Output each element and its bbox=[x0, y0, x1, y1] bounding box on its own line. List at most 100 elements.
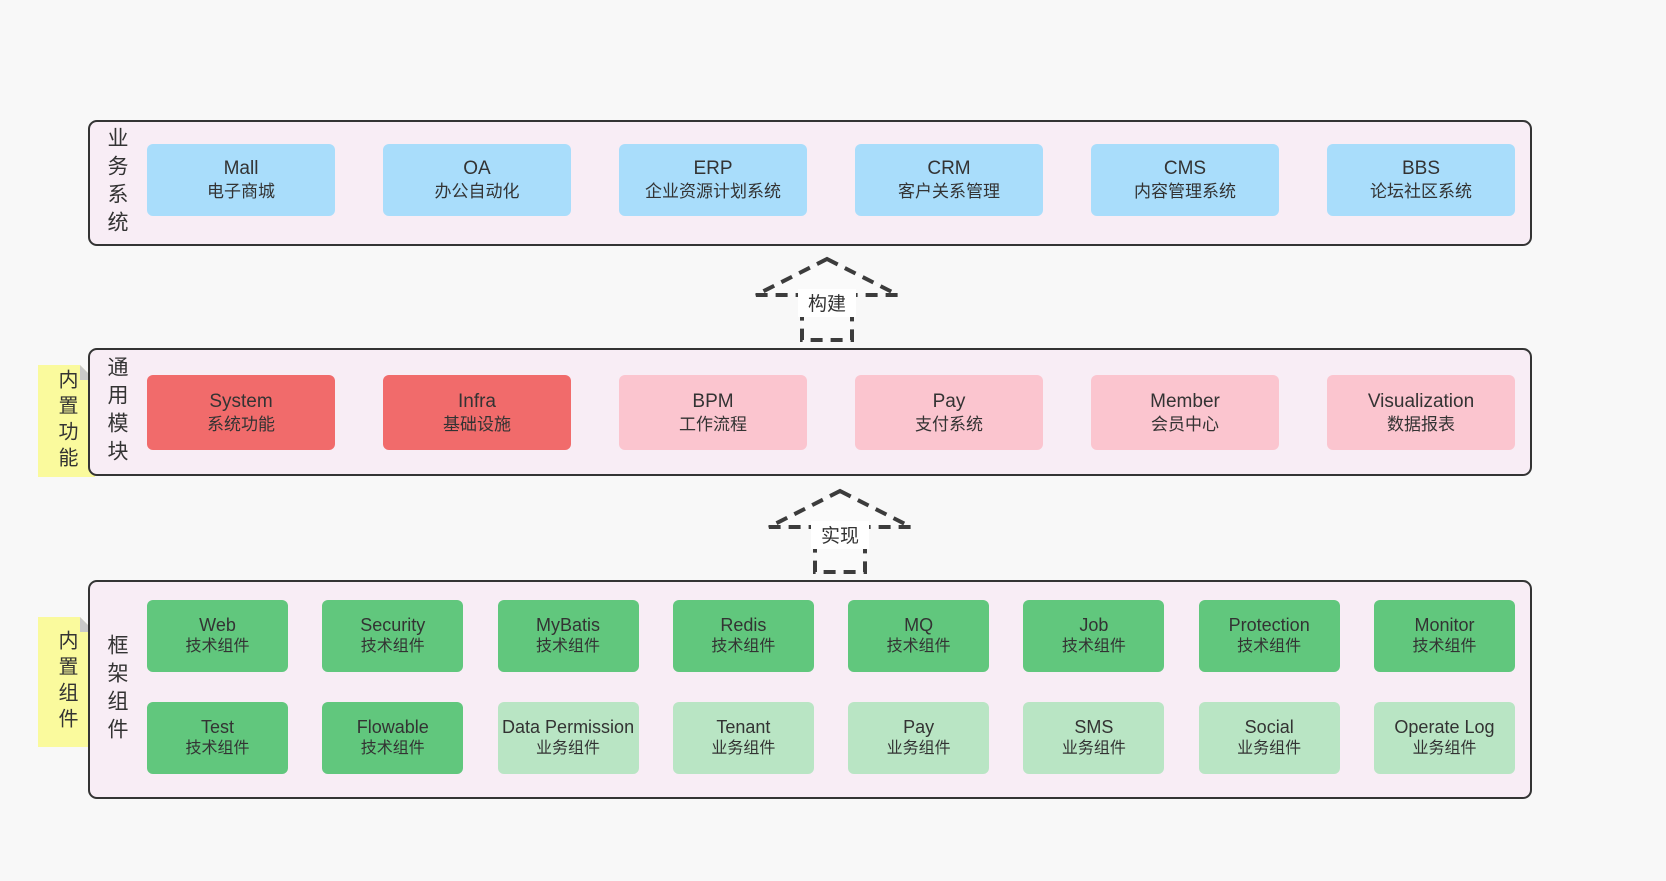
box-subtitle: 业务组件 bbox=[711, 739, 776, 757]
box-subtitle: 业务组件 bbox=[1412, 739, 1477, 757]
section-framework-components: 框架组件 Web 技术组件 Security 技术组件 MyBatis 技术组件… bbox=[88, 580, 1532, 799]
box-infra: Infra 基础设施 bbox=[383, 375, 571, 450]
sticky-note-label: 内置组件 bbox=[55, 630, 77, 734]
framework-boxes-row-1: Web 技术组件 Security 技术组件 MyBatis 技术组件 Redi… bbox=[147, 600, 1515, 672]
box-title: Job bbox=[1079, 614, 1109, 635]
sticky-note-builtin-components: 内置组件 bbox=[38, 617, 95, 747]
box-sms: SMS 业务组件 bbox=[1023, 702, 1165, 774]
box-title: Data Permission bbox=[502, 716, 635, 737]
box-cms: CMS 内容管理系统 bbox=[1091, 144, 1279, 216]
section-label: 框架组件 bbox=[105, 633, 128, 746]
box-title: BPM bbox=[692, 390, 734, 412]
box-subtitle: 技术组件 bbox=[1061, 637, 1126, 655]
box-title: System bbox=[209, 390, 273, 412]
box-title: ERP bbox=[693, 158, 733, 180]
box-subtitle: 企业资源计划系统 bbox=[645, 182, 781, 202]
business-boxes-row: Mall 电子商城 OA 办公自动化 ERP 企业资源计划系统 CRM 客户关系… bbox=[147, 144, 1515, 216]
box-title: BBS bbox=[1401, 158, 1441, 180]
box-subtitle: 业务组件 bbox=[1237, 739, 1302, 757]
box-operate-log: Operate Log 业务组件 bbox=[1373, 702, 1515, 774]
box-bbs: BBS 论坛社区系统 bbox=[1327, 144, 1515, 216]
build-arrow: 构建 bbox=[752, 255, 902, 343]
box-subtitle: 会员中心 bbox=[1151, 414, 1219, 434]
box-subtitle: 技术组件 bbox=[185, 637, 250, 655]
box-bpm: BPM 工作流程 bbox=[619, 375, 807, 450]
box-title: Visualization bbox=[1367, 390, 1475, 412]
box-redis: Redis 技术组件 bbox=[672, 600, 814, 672]
box-title: Social bbox=[1244, 716, 1294, 737]
implement-arrow-label: 实现 bbox=[821, 525, 859, 547]
box-subtitle: 业务组件 bbox=[886, 739, 951, 757]
framework-boxes-row-2: Test 技术组件 Flowable 技术组件 Data Permission … bbox=[147, 702, 1515, 774]
box-oa: OA 办公自动化 bbox=[383, 144, 571, 216]
box-title: MQ bbox=[904, 614, 934, 635]
box-subtitle: 系统功能 bbox=[207, 414, 275, 434]
box-title: MyBatis bbox=[536, 614, 601, 635]
up-arrow-dashed-icon: 构建 bbox=[755, 256, 899, 342]
box-subtitle: 业务组件 bbox=[536, 739, 601, 757]
box-title: Pay bbox=[903, 716, 935, 737]
box-title: Web bbox=[199, 614, 236, 635]
box-subtitle: 内容管理系统 bbox=[1134, 182, 1236, 202]
box-title: Operate Log bbox=[1394, 716, 1495, 737]
module-boxes-row: System 系统功能 Infra 基础设施 BPM 工作流程 Pay 支付系统… bbox=[147, 375, 1515, 450]
box-member: Member 会员中心 bbox=[1091, 375, 1279, 450]
box-title: Security bbox=[360, 614, 426, 635]
box-subtitle: 技术组件 bbox=[360, 637, 425, 655]
implement-arrow: 实现 bbox=[765, 487, 915, 575]
box-subtitle: 工作流程 bbox=[679, 414, 747, 434]
box-subtitle: 技术组件 bbox=[536, 637, 601, 655]
box-subtitle: 基础设施 bbox=[443, 414, 511, 434]
box-pay-module: Pay 支付系统 bbox=[855, 375, 1043, 450]
box-monitor: Monitor 技术组件 bbox=[1373, 600, 1515, 672]
box-subtitle: 技术组件 bbox=[1412, 637, 1477, 655]
box-subtitle: 技术组件 bbox=[886, 637, 951, 655]
up-arrow-dashed-icon: 实现 bbox=[768, 488, 912, 574]
box-subtitle: 业务组件 bbox=[1061, 739, 1126, 757]
section-business-systems: 业务系统 Mall 电子商城 OA 办公自动化 ERP 企业资源计划系统 CRM… bbox=[88, 120, 1532, 246]
sticky-note-label: 内置功能 bbox=[55, 369, 77, 473]
section-label: 业务系统 bbox=[105, 127, 128, 239]
box-test: Test 技术组件 bbox=[147, 702, 288, 774]
box-subtitle: 数据报表 bbox=[1387, 414, 1455, 434]
box-subtitle: 技术组件 bbox=[360, 739, 425, 757]
box-title: Member bbox=[1150, 390, 1220, 412]
box-title: Mall bbox=[223, 158, 259, 180]
box-title: Test bbox=[200, 716, 234, 737]
box-flowable: Flowable 技术组件 bbox=[322, 702, 464, 774]
box-mybatis: MyBatis 技术组件 bbox=[497, 600, 639, 672]
box-title: Infra bbox=[457, 390, 497, 412]
box-protection: Protection 技术组件 bbox=[1198, 600, 1340, 672]
section-label: 通用模块 bbox=[105, 356, 128, 468]
box-erp: ERP 企业资源计划系统 bbox=[619, 144, 807, 216]
box-visualization: Visualization 数据报表 bbox=[1327, 375, 1515, 450]
box-social: Social 业务组件 bbox=[1198, 702, 1340, 774]
box-web: Web 技术组件 bbox=[147, 600, 288, 672]
box-title: Tenant bbox=[716, 716, 771, 737]
box-title: CMS bbox=[1163, 158, 1207, 180]
sticky-note-builtin-features: 内置功能 bbox=[38, 365, 95, 477]
box-security: Security 技术组件 bbox=[322, 600, 464, 672]
box-title: CRM bbox=[927, 158, 971, 180]
box-title: Protection bbox=[1228, 614, 1310, 635]
box-job: Job 技术组件 bbox=[1023, 600, 1165, 672]
box-subtitle: 电子商城 bbox=[207, 182, 275, 202]
box-mall: Mall 电子商城 bbox=[147, 144, 335, 216]
box-tenant: Tenant 业务组件 bbox=[672, 702, 814, 774]
box-title: SMS bbox=[1074, 716, 1114, 737]
box-title: Redis bbox=[720, 614, 767, 635]
box-subtitle: 技术组件 bbox=[1237, 637, 1302, 655]
box-pay-component: Pay 业务组件 bbox=[848, 702, 990, 774]
section-common-modules: 通用模块 System 系统功能 Infra 基础设施 BPM 工作流程 Pay… bbox=[88, 348, 1532, 476]
box-system: System 系统功能 bbox=[147, 375, 335, 450]
box-subtitle: 办公自动化 bbox=[434, 182, 520, 202]
box-title: Pay bbox=[932, 390, 966, 412]
box-subtitle: 论坛社区系统 bbox=[1370, 182, 1472, 202]
build-arrow-label: 构建 bbox=[808, 293, 846, 315]
box-subtitle: 客户关系管理 bbox=[898, 182, 1000, 202]
box-title: Flowable bbox=[356, 716, 429, 737]
box-crm: CRM 客户关系管理 bbox=[855, 144, 1043, 216]
box-title: OA bbox=[463, 158, 491, 180]
box-data-permission: Data Permission 业务组件 bbox=[497, 702, 639, 774]
